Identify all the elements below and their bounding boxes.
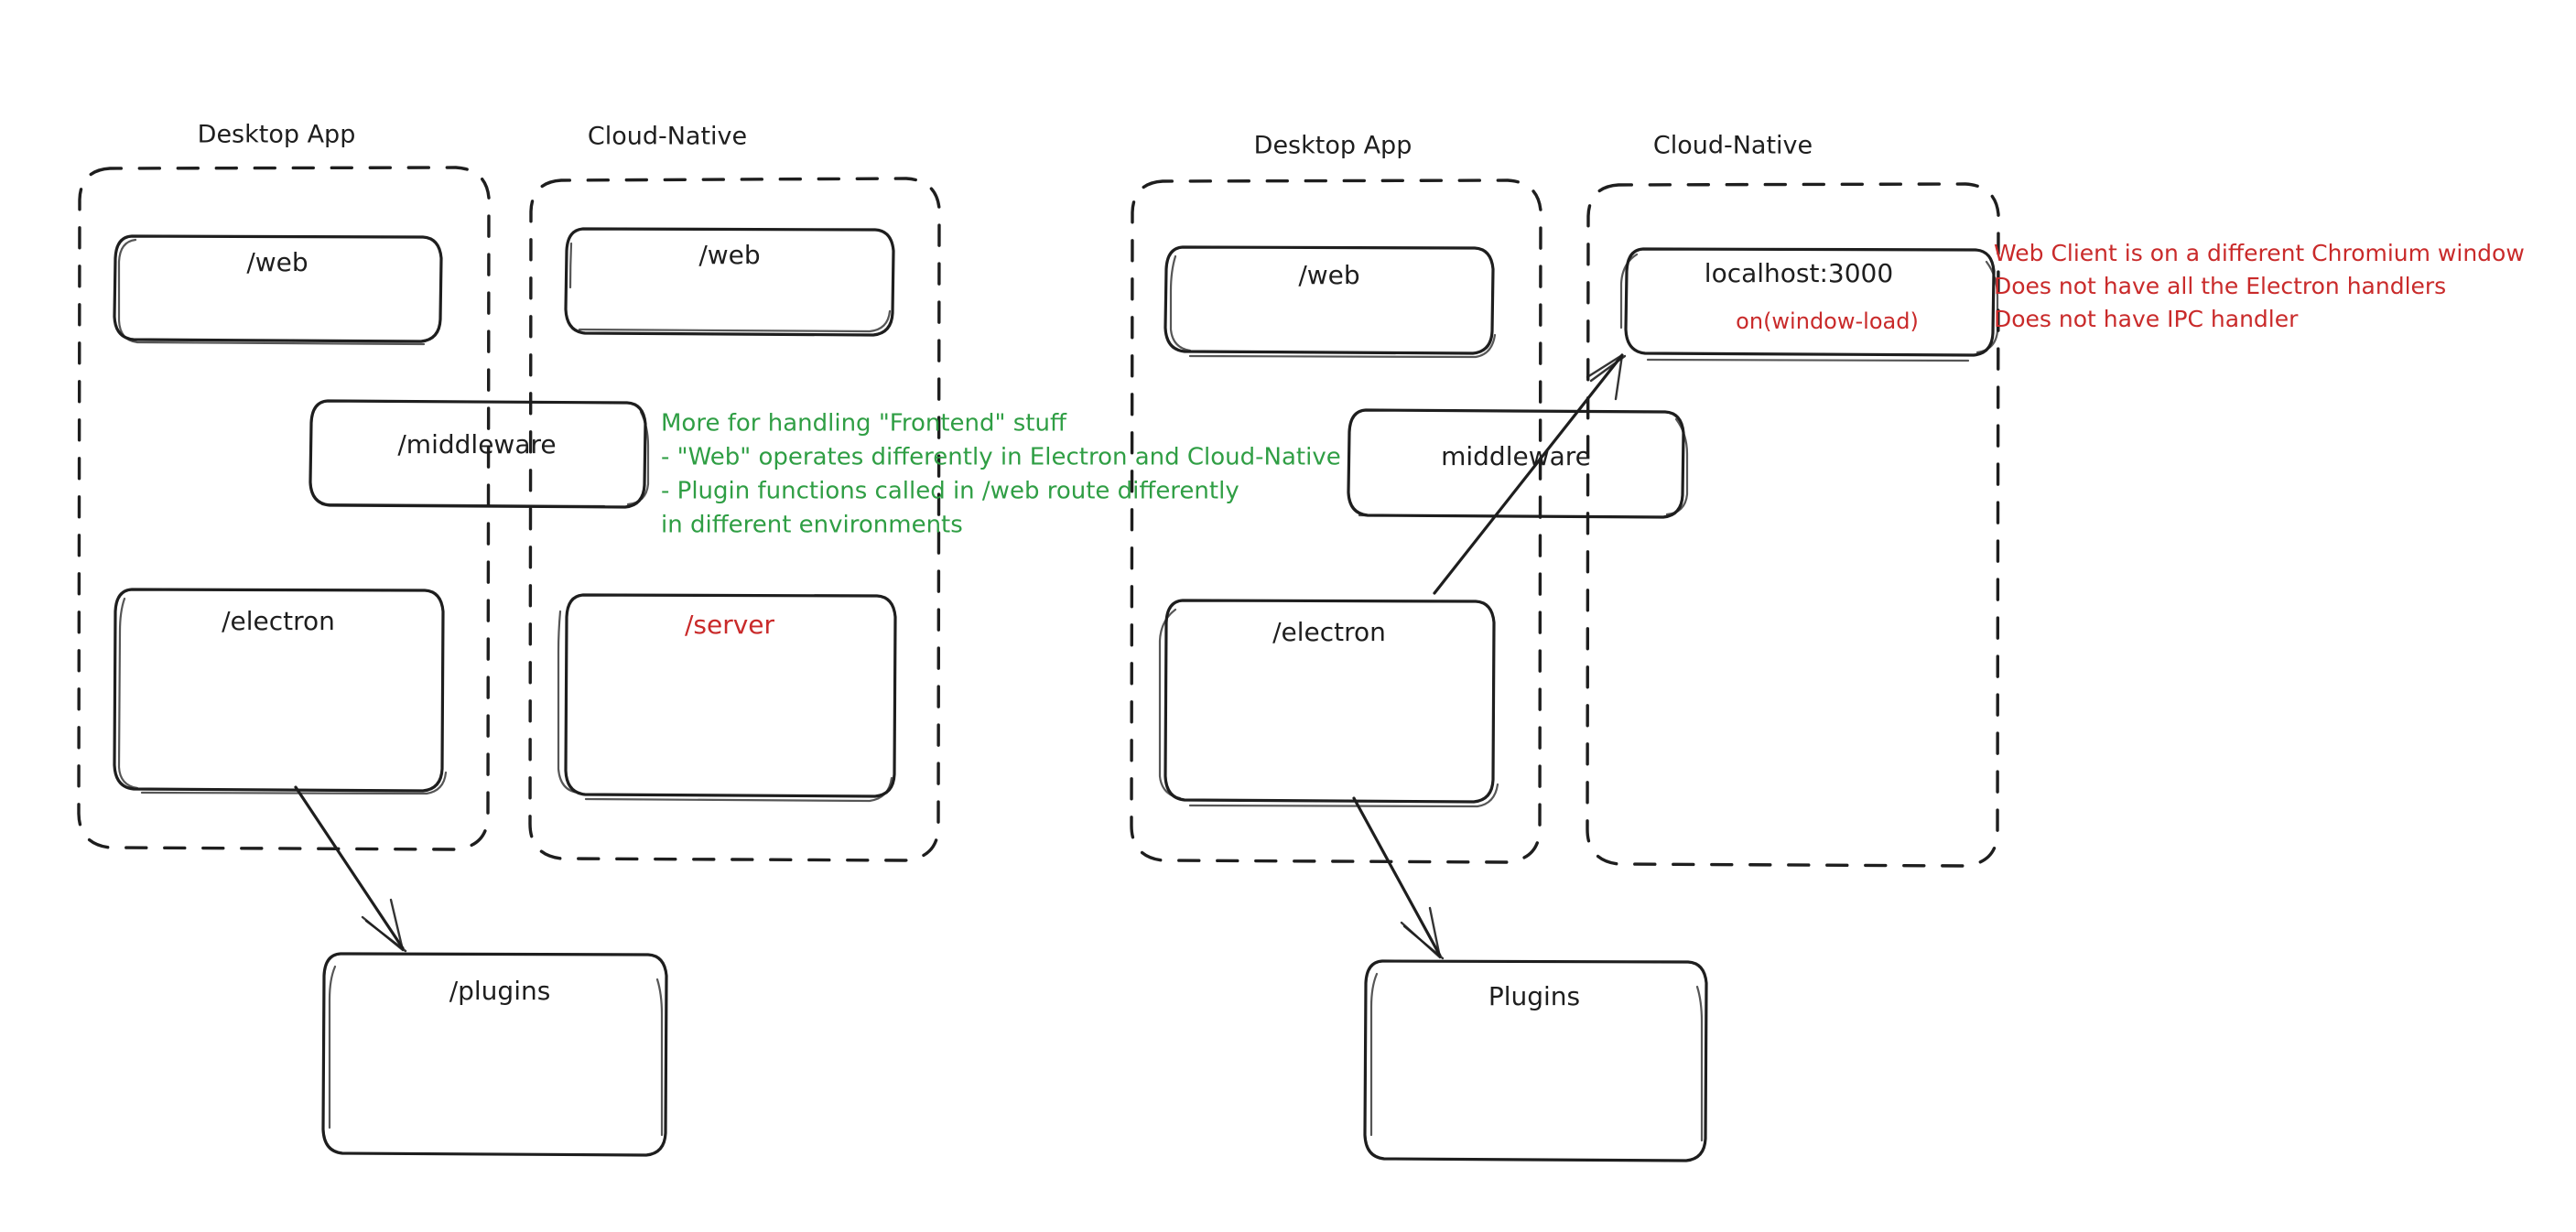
node-left-server-label: /server xyxy=(685,610,775,640)
note-left-green: More for handling "Frontend" stuff - "We… xyxy=(661,410,1341,539)
node-left-electron[interactable]: /electron xyxy=(113,588,448,795)
note-left-green-line-1: More for handling "Frontend" stuff xyxy=(661,410,1067,438)
edge-right-electron-to-localhost xyxy=(1433,353,1627,595)
node-left-middleware-label: /middleware xyxy=(397,429,556,459)
node-right-localhost-label: localhost:3000 xyxy=(1705,258,1893,288)
note-left-green-line-3: - Plugin functions called in /web route … xyxy=(661,478,1239,505)
node-left-electron-label: /electron xyxy=(222,606,335,636)
node-right-middleware-label: middleware xyxy=(1441,441,1591,471)
node-right-plugins-label: Plugins xyxy=(1488,981,1580,1011)
node-left-server[interactable]: /server xyxy=(557,593,897,803)
node-left-plugins[interactable]: /plugins xyxy=(321,952,668,1157)
note-right-red: Web Client is on a different Chromium wi… xyxy=(1994,240,2525,332)
group-right-cloud-native-label: Cloud-Native xyxy=(1653,132,1813,160)
node-right-web-desktop[interactable]: /web xyxy=(1164,245,1497,359)
node-right-localhost-sublabel: on(window-load) xyxy=(1736,308,1919,334)
note-left-green-line-2: - "Web" operates differently in Electron… xyxy=(661,444,1341,471)
group-left-cloud-native-label: Cloud-Native xyxy=(588,123,747,151)
node-left-web-cloud[interactable]: /web xyxy=(564,227,895,337)
node-left-middleware[interactable]: /middleware xyxy=(308,399,650,509)
node-right-localhost[interactable]: localhost:3000 on(window-load) xyxy=(1619,247,1999,362)
note-right-red-line-3: Does not have IPC handler xyxy=(1994,306,2299,332)
note-right-red-line-2: Does not have all the Electron handlers xyxy=(1994,273,2446,299)
node-right-web-desktop-label: /web xyxy=(1298,260,1359,290)
group-right-cloud-native: Cloud-Native xyxy=(1586,132,2000,868)
note-left-green-line-4: in different environments xyxy=(661,512,963,539)
group-left-desktop-app: Desktop App xyxy=(77,121,491,851)
group-right-desktop-app: Desktop App xyxy=(1130,132,1542,864)
node-left-web-cloud-label: /web xyxy=(698,240,760,270)
group-left-desktop-app-label: Desktop App xyxy=(198,121,356,149)
node-right-electron[interactable]: /electron xyxy=(1158,599,1499,808)
edge-right-electron-to-plugins xyxy=(1352,796,1445,960)
note-right-red-line-1: Web Client is on a different Chromium wi… xyxy=(1994,240,2525,266)
edge-left-electron-to-plugins xyxy=(294,785,407,953)
node-right-middleware[interactable]: middleware xyxy=(1347,408,1689,519)
group-right-desktop-app-label: Desktop App xyxy=(1254,132,1412,160)
node-right-electron-label: /electron xyxy=(1272,617,1386,647)
node-left-web-desktop-label: /web xyxy=(246,247,308,277)
node-left-web-desktop[interactable]: /web xyxy=(113,234,443,346)
node-right-plugins[interactable]: Plugins xyxy=(1363,959,1708,1162)
group-left-cloud-native: Cloud-Native xyxy=(528,123,941,862)
node-left-plugins-label: /plugins xyxy=(449,976,551,1006)
